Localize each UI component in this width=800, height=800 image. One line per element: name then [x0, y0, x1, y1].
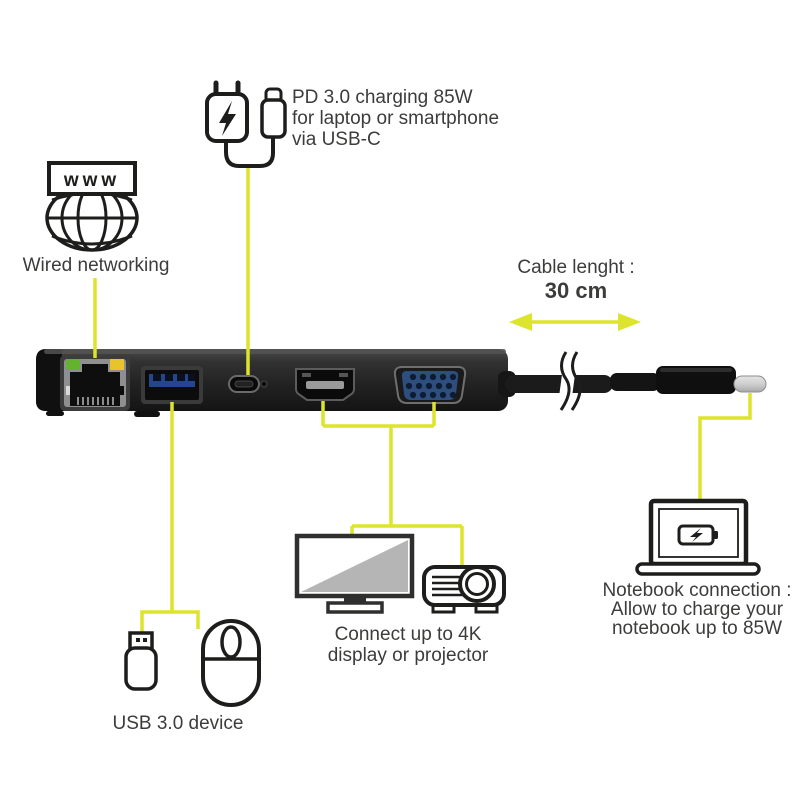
dock-foot: [134, 411, 160, 417]
www-badge-label: www: [63, 170, 120, 191]
mouse-icon: [201, 619, 261, 707]
usb-stick-icon: [124, 631, 158, 691]
ethernet-led-yellow: [110, 359, 124, 370]
notebook-icon: [635, 498, 761, 576]
dock-cable: [498, 351, 767, 412]
www-globe-icon: www: [45, 161, 139, 252]
line-usba-to-devices: [140, 402, 200, 633]
cable-length-label: Cable lenght : 30 cm: [496, 257, 656, 304]
pd-charging-label: PD 3.0 charging 85W for laptop or smartp…: [292, 87, 522, 150]
usb-c-port: [228, 375, 260, 393]
ethernet-led-green: [66, 359, 80, 370]
dock-foot: [46, 411, 64, 416]
usb-device-label: USB 3.0 device: [112, 713, 244, 734]
ethernet-rj45-port: [60, 355, 130, 411]
line-hdmi-vga-to-display: [321, 401, 464, 568]
usb-c-plug-tip: [733, 375, 767, 393]
reset-pinhole: [260, 380, 268, 388]
projector-vents: [432, 575, 464, 597]
power-adapter-icon: [205, 80, 275, 168]
dock-device: [36, 349, 767, 417]
notebook-connection-line: Allow to charge your: [610, 599, 784, 620]
www-badge: [47, 161, 137, 196]
display-connect-label: Connect up to 4K display or projector: [308, 624, 508, 666]
hdmi-port: [295, 368, 355, 401]
notebook-connection-label: Notebook connection : Allow to charge yo…: [597, 581, 797, 638]
lightning-bolt-icon: [219, 101, 236, 136]
display-connect-line: display or projector: [327, 645, 489, 666]
monitor-icon: [294, 533, 415, 614]
usb-a-port: [141, 366, 203, 404]
notebook-connection-line: notebook up to 85W: [611, 618, 783, 639]
display-connect-line: Connect up to 4K: [334, 624, 482, 645]
cable-length-title: Cable lenght :: [517, 257, 635, 278]
mouse-wheel: [220, 625, 242, 659]
vga-port: [393, 366, 467, 404]
projector-icon: [422, 565, 506, 614]
vga-pin-holes: [405, 373, 457, 399]
monitor-screen-shade: [301, 540, 408, 592]
dock-left-facet: [36, 349, 62, 411]
charging-battery-icon: [677, 524, 718, 546]
notebook-connection-line: Notebook connection :: [602, 580, 792, 601]
wired-networking-label: Wired networking: [22, 255, 170, 276]
cable-length-arrow: [509, 313, 641, 331]
pd-charging-line: for laptop or smartphone: [292, 108, 500, 129]
usb-c-plug-body: [656, 366, 736, 394]
cable-length-value: 30 cm: [544, 278, 608, 303]
connector-lines: [93, 167, 752, 633]
pd-charging-line: PD 3.0 charging 85W: [292, 87, 473, 108]
usb-c-connector-icon: [260, 87, 287, 139]
pd-charging-line: via USB-C: [292, 129, 381, 150]
ethernet-pins: [77, 397, 114, 405]
dock-top-bevel: [44, 349, 506, 354]
line-plug-to-notebook: [698, 393, 752, 501]
